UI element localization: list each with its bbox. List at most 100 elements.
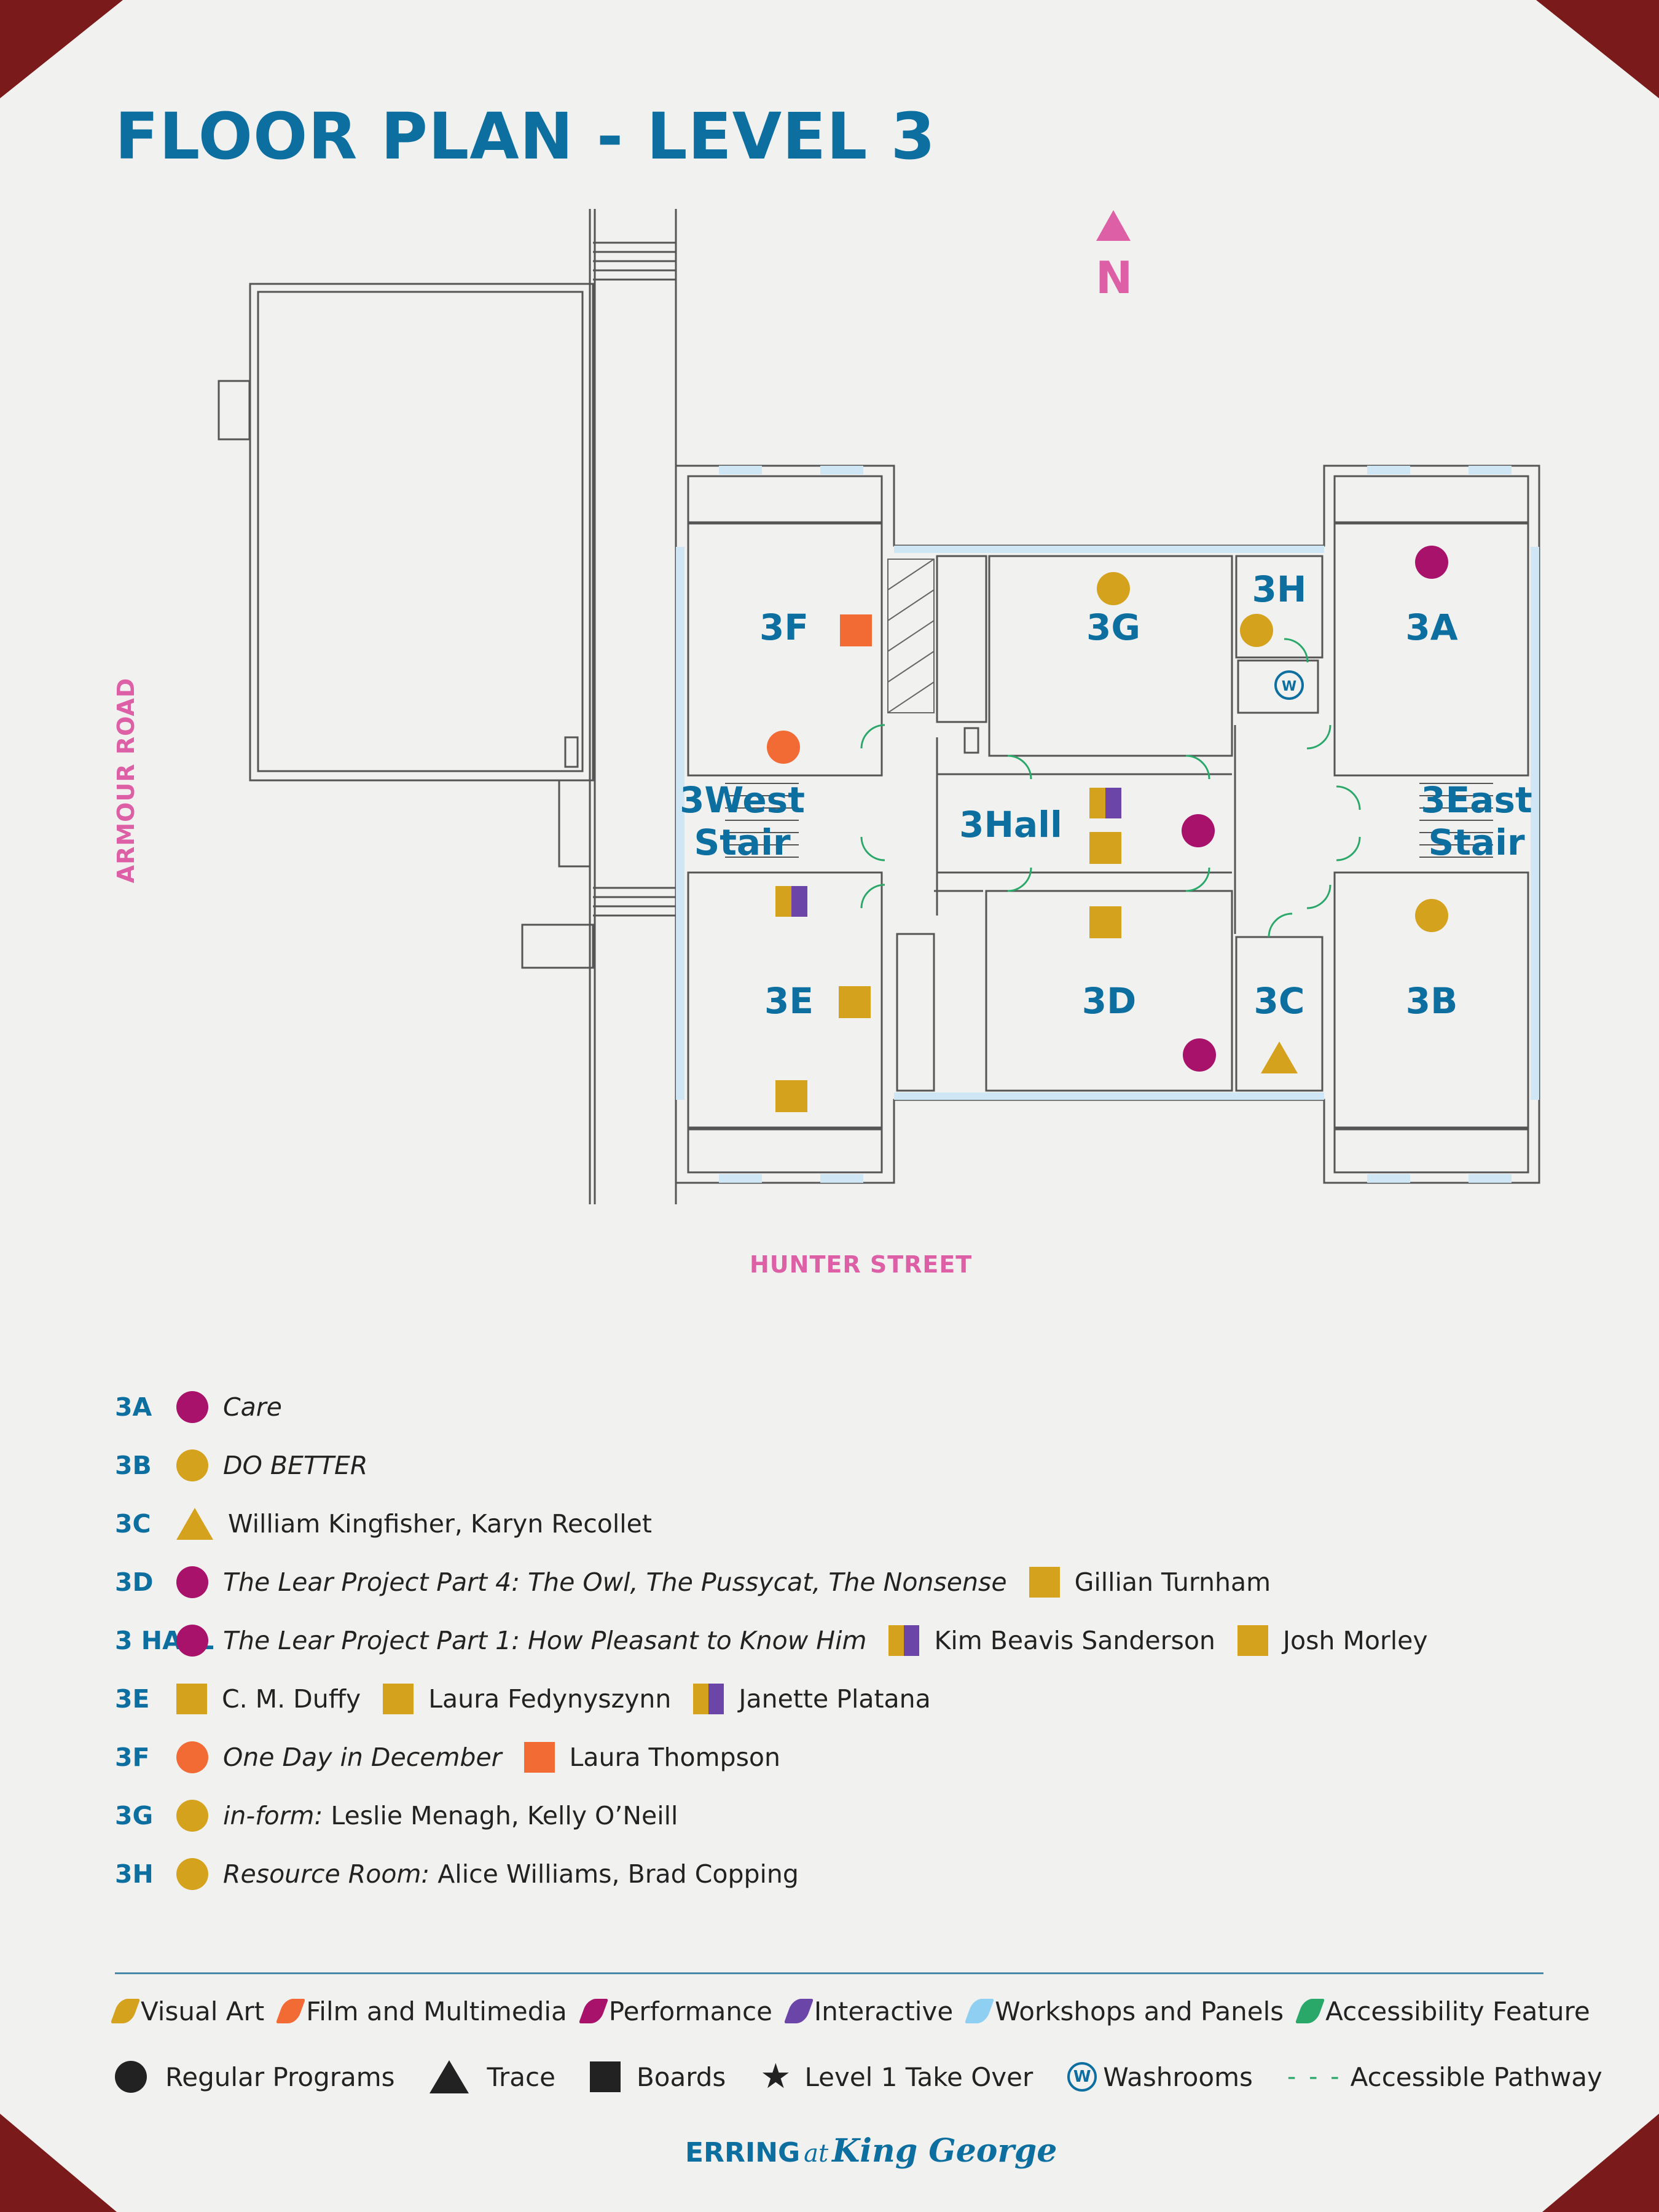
brush-stroke-icon	[783, 1999, 814, 2023]
boards-icon	[589, 2061, 621, 2092]
category-key-label: Workshops and Panels	[995, 1996, 1284, 2026]
legend-title: in-form:	[223, 1801, 323, 1830]
category-key-item: Visual Art	[110, 1996, 264, 2026]
category-key-item: Workshops and Panels	[964, 1996, 1284, 2026]
legend-entry: William Kingfisher, Karyn Recollet	[176, 1508, 652, 1540]
category-key-item: Interactive	[783, 1996, 953, 2026]
legend-entry: Gillian Turnham	[1029, 1567, 1271, 1598]
map-markers	[767, 546, 1448, 1112]
triangle-marker-icon	[176, 1508, 213, 1540]
category-key-item: Performance	[578, 1996, 772, 2026]
legend-text: Laura Thompson	[569, 1743, 781, 1772]
legend-room-code: 3C	[115, 1509, 151, 1539]
legend-text: C. M. Duffy	[222, 1684, 361, 1714]
marker-3c-triangle	[1261, 1041, 1298, 1073]
room-label-3hall: 3Hall	[959, 804, 1062, 846]
legend-row: 3A Care	[115, 1386, 304, 1429]
legend-text: Janette Platana	[739, 1684, 931, 1714]
square-marker-icon	[1029, 1567, 1060, 1598]
footer-at: at	[804, 2139, 829, 2168]
marker-3f-circle	[767, 731, 800, 764]
washrooms-label: Washrooms	[1103, 2061, 1253, 2092]
symbol-key: Regular Programs Trace Boards ★Level 1 T…	[115, 2058, 1618, 2095]
legend-text: Josh Morley	[1282, 1626, 1428, 1655]
square-marker-icon	[524, 1742, 555, 1773]
legend-room-code: 3A	[115, 1392, 152, 1422]
brush-stroke-icon	[964, 1999, 995, 2023]
legend-row: 3D The Lear Project Part 4: The Owl, The …	[115, 1561, 1293, 1604]
circle-marker-icon	[176, 1449, 208, 1481]
legend-row: 3C William Kingfisher, Karyn Recollet	[115, 1502, 674, 1545]
legend-entry: One Day in December	[176, 1741, 502, 1773]
legend-title: The Lear Project Part 1: How Pleasant to…	[223, 1626, 867, 1655]
legend-text: William Kingfisher, Karyn Recollet	[228, 1509, 652, 1539]
split-square-marker-icon	[888, 1625, 920, 1656]
marker-hall-square	[1089, 832, 1121, 864]
room-label-3e: 3E	[764, 980, 814, 1022]
split-square-marker-icon	[693, 1684, 724, 1714]
legend-row: 3B DO BETTER	[115, 1444, 390, 1487]
legend-title: The Lear Project Part 4: The Owl, The Pu…	[223, 1567, 1007, 1597]
category-key-label: Film and Multimedia	[306, 1996, 567, 2026]
trace-label: Trace	[487, 2061, 555, 2092]
room-label-3c: 3C	[1253, 980, 1305, 1022]
circle-marker-icon	[176, 1566, 208, 1598]
legend-room-code: 3B	[115, 1451, 152, 1480]
accessible-pathway-label: Accessible Pathway	[1350, 2061, 1602, 2092]
category-key-label: Accessibility Feature	[1325, 1996, 1590, 2026]
circle-marker-icon	[176, 1391, 208, 1423]
marker-3h-circle	[1240, 614, 1273, 647]
accessible-pathway-icon: - - -	[1287, 2063, 1342, 2091]
svg-text:W: W	[1282, 679, 1296, 694]
legend-text: Leslie Menagh, Kelly O’Neill	[323, 1801, 678, 1830]
marker-3e-square-2	[775, 1080, 807, 1112]
marker-3d-circle	[1183, 1038, 1216, 1072]
brush-stroke-icon	[1295, 1999, 1325, 2023]
legend-entry: Kim Beavis Sanderson	[888, 1625, 1215, 1656]
square-marker-icon	[1237, 1625, 1268, 1656]
room-label-3east-stair: Stair	[1428, 822, 1525, 864]
marker-3g-circle	[1097, 572, 1130, 605]
brush-stroke-icon	[578, 1999, 609, 2023]
room-label-3f: 3F	[759, 606, 809, 649]
legend-room-code: 3G	[115, 1801, 154, 1830]
room-label-3h: 3H	[1252, 568, 1307, 611]
legend-title: One Day in December	[223, 1743, 502, 1772]
legend-entry: Resource Room: Alice Williams, Brad Copp…	[176, 1858, 799, 1890]
marker-3e-square-1	[839, 986, 871, 1018]
brush-stroke-icon	[110, 1999, 141, 2023]
trace-icon	[429, 2060, 469, 2093]
legend-room-code: 3H	[115, 1859, 154, 1889]
legend-title: DO BETTER	[223, 1451, 368, 1480]
legend-title: Resource Room:	[223, 1859, 430, 1889]
legend-text: Kim Beavis Sanderson	[934, 1626, 1215, 1655]
legend-text: Gillian Turnham	[1074, 1567, 1271, 1597]
legend-row: 3H Resource Room: Alice Williams, Brad Co…	[115, 1853, 821, 1896]
marker-3a-circle	[1415, 546, 1448, 579]
legend-room-code: 3D	[115, 1567, 154, 1597]
legend-room-code: 3E	[115, 1684, 150, 1714]
brush-stroke-icon	[275, 1999, 306, 2023]
circle-marker-icon	[176, 1625, 208, 1657]
legend-entry: Care	[176, 1391, 282, 1423]
circle-marker-icon	[176, 1800, 208, 1832]
takeover-label: Level 1 Take Over	[804, 2061, 1033, 2092]
marker-hall-circle	[1182, 814, 1215, 847]
washroom-icon	[1274, 670, 1304, 700]
legend-entry: The Lear Project Part 4: The Owl, The Pu…	[176, 1566, 1007, 1598]
category-key: Visual Art Film and Multimedia Performance…	[110, 1993, 1606, 2030]
room-label-3west: 3West	[680, 779, 805, 822]
legend-entry: Janette Platana	[693, 1684, 931, 1714]
room-label-3g: 3G	[1086, 606, 1140, 649]
marker-3e-split-a	[775, 886, 791, 917]
category-key-item: Film and Multimedia	[275, 1996, 567, 2026]
marker-3e-split-b	[791, 886, 807, 917]
room-label-3d: 3D	[1081, 980, 1137, 1022]
legend-entry: in-form: Leslie Menagh, Kelly O’Neill	[176, 1800, 678, 1832]
footer-brand: ERRING	[685, 2137, 801, 2168]
